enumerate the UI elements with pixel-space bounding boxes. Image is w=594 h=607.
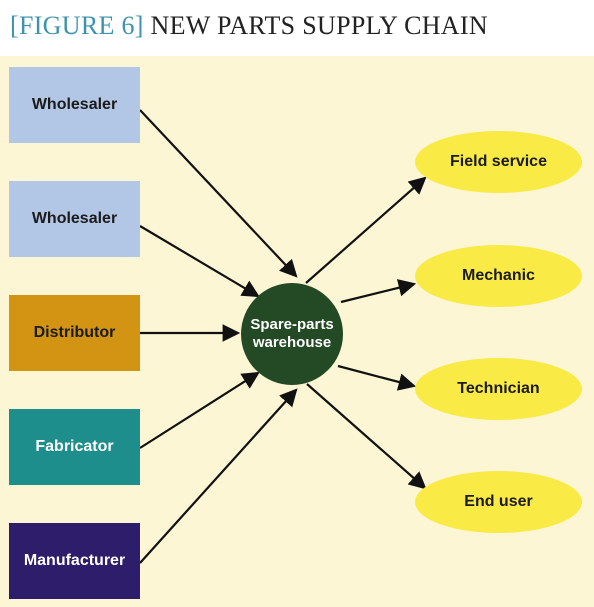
end-user-node: End user	[415, 471, 582, 533]
arrow-wholesaler-1-to-warehouse	[139, 109, 298, 278]
mechanic-node: Mechanic	[415, 245, 582, 307]
wholesaler-label-2: Wholesaler	[31, 210, 118, 227]
manufacturer-label: Manufacturer	[23, 552, 126, 569]
manufacturer-box: Manufacturer	[9, 523, 140, 599]
fabricator-box: Fabricator	[9, 409, 140, 485]
arrow-manufacturer-to-warehouse	[139, 388, 298, 564]
spare-parts-warehouse-node: Spare-parts warehouse	[241, 283, 343, 385]
arrow-warehouse-to-end-user	[306, 383, 427, 490]
distributor-label: Distributor	[33, 324, 116, 341]
distributor-box: Distributor	[9, 295, 140, 371]
arrow-warehouse-to-technician	[337, 364, 417, 391]
figure-title: [FIGURE 6] NEW PARTS SUPPLY CHAIN	[10, 6, 488, 46]
figure-name: NEW PARTS SUPPLY CHAIN	[150, 11, 488, 40]
arrow-wholesaler-2-to-warehouse	[139, 225, 260, 298]
wholesaler-box-2: Wholesaler	[9, 181, 140, 257]
arrow-fabricator-to-warehouse	[139, 371, 260, 449]
field-service-node: Field service	[415, 131, 582, 193]
field-service-label: Field service	[450, 153, 547, 170]
technician-label: Technician	[457, 380, 540, 397]
warehouse-label: Spare-parts warehouse	[250, 316, 333, 352]
wholesaler-label-1: Wholesaler	[31, 96, 118, 113]
arrow-warehouse-to-field-service	[305, 176, 427, 284]
fabricator-label: Fabricator	[35, 438, 114, 455]
warehouse-label-line-1: Spare-parts	[250, 316, 334, 333]
arrow-warehouse-to-mechanic	[340, 279, 417, 304]
figure-tag: [FIGURE 6]	[10, 11, 144, 40]
mechanic-label: Mechanic	[462, 267, 535, 284]
end-user-label: End user	[464, 493, 533, 510]
wholesaler-box-1: Wholesaler	[9, 67, 140, 143]
technician-node: Technician	[415, 358, 582, 420]
warehouse-label-line-2: warehouse	[252, 334, 332, 351]
